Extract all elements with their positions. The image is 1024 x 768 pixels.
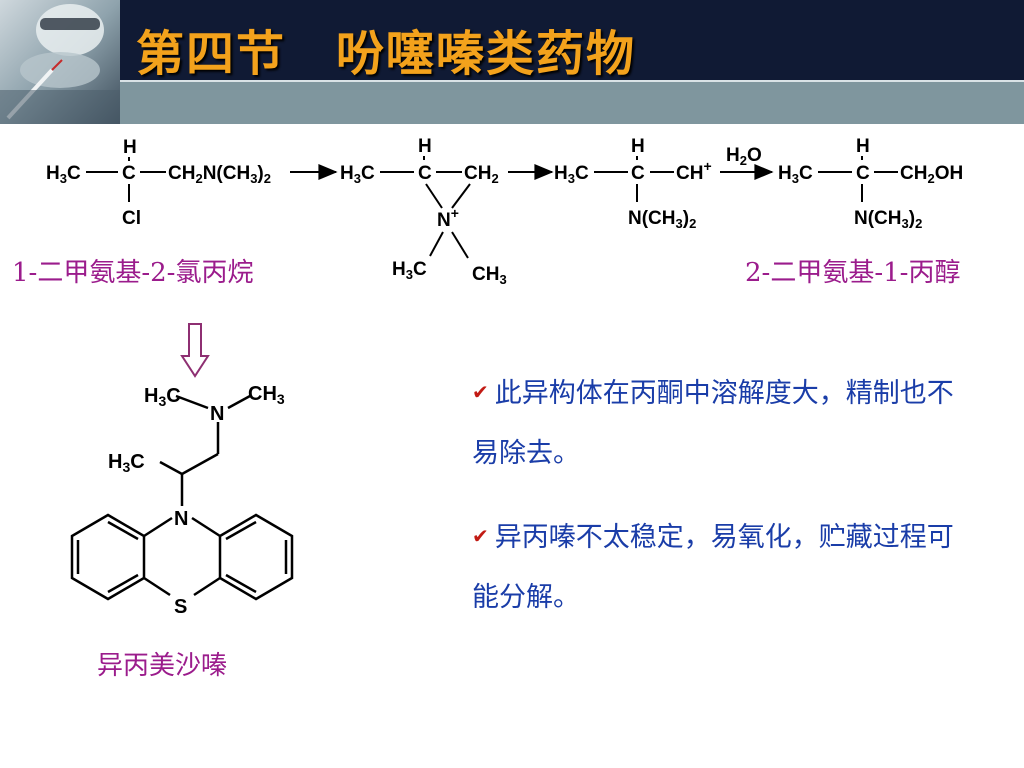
svg-text:N: N	[174, 508, 188, 530]
svg-text:CH2: CH2	[464, 163, 499, 186]
svg-text:H: H	[856, 136, 870, 157]
svg-text:CH2OH: CH2OH	[900, 163, 963, 186]
note-item: ✔此异构体在丙酮中溶解度大，精制也不易除去。	[472, 362, 972, 484]
note-text: 此异构体在丙酮中溶解度大，精制也不易除去。	[472, 378, 954, 469]
check-icon: ✔	[472, 380, 489, 404]
hollow-down-arrow-icon	[180, 323, 210, 378]
svg-text:Cl: Cl	[122, 208, 141, 229]
carbocation-structure: H3C C H CH+ N(CH3)2	[554, 136, 712, 231]
note-text: 异丙嗪不太稳定，易氧化，贮藏过程可能分解。	[472, 522, 954, 613]
reactant-caption: 1-二甲氨基-2-氯丙烷	[12, 258, 254, 288]
note-item: ✔异丙嗪不太稳定，易氧化，贮藏过程可能分解。	[472, 506, 972, 628]
svg-text:H: H	[418, 136, 432, 157]
reactant-structure: H3C C H Cl CH2N(CH3)2	[46, 137, 271, 229]
check-icon: ✔	[472, 524, 489, 548]
svg-text:H3C: H3C	[778, 163, 813, 186]
svg-text:S: S	[174, 596, 187, 618]
isopromethazine-structure: H3C CH3 N H3C N S	[70, 383, 294, 618]
header-divider	[120, 80, 1024, 82]
svg-text:H3C: H3C	[144, 385, 181, 409]
svg-text:C: C	[418, 163, 432, 184]
svg-text:CH+: CH+	[676, 158, 712, 184]
svg-text:N(CH3)2: N(CH3)2	[854, 208, 922, 231]
svg-text:CH3: CH3	[472, 264, 507, 287]
svg-text:H3C: H3C	[340, 163, 375, 186]
header-photo	[0, 0, 120, 124]
svg-text:H: H	[123, 137, 137, 158]
svg-text:N(CH3)2: N(CH3)2	[628, 208, 696, 231]
svg-text:C: C	[631, 163, 645, 184]
header-bar	[0, 0, 1024, 82]
slide-title: 第四节 吩噻嗪类药物	[136, 26, 637, 82]
product-caption: 2-二甲氨基-1-丙醇	[745, 258, 961, 288]
svg-text:CH2N(CH3)2: CH2N(CH3)2	[168, 163, 271, 186]
svg-text:C: C	[856, 163, 870, 184]
svg-text:N+: N+	[437, 205, 459, 231]
product-structure: H3C C H CH2OH N(CH3)2	[778, 136, 963, 231]
drug-caption: 异丙美沙嗪	[97, 651, 228, 681]
svg-text:C: C	[122, 163, 136, 184]
svg-text:H3C: H3C	[392, 259, 427, 282]
svg-text:CH3: CH3	[248, 383, 285, 407]
svg-text:H3C: H3C	[554, 163, 589, 186]
reaction-scheme: H3C C H Cl CH2N(CH3)2 H3C C H CH2 N+ H3C…	[46, 136, 963, 287]
svg-text:N: N	[210, 403, 224, 425]
svg-text:H3C: H3C	[46, 163, 81, 186]
header-band	[120, 82, 1024, 124]
aziridinium-structure: H3C C H CH2 N+ H3C CH3	[340, 136, 507, 287]
svg-text:H3C: H3C	[108, 451, 145, 475]
reagent-label: H2O	[726, 145, 762, 168]
svg-text:H: H	[631, 136, 645, 157]
